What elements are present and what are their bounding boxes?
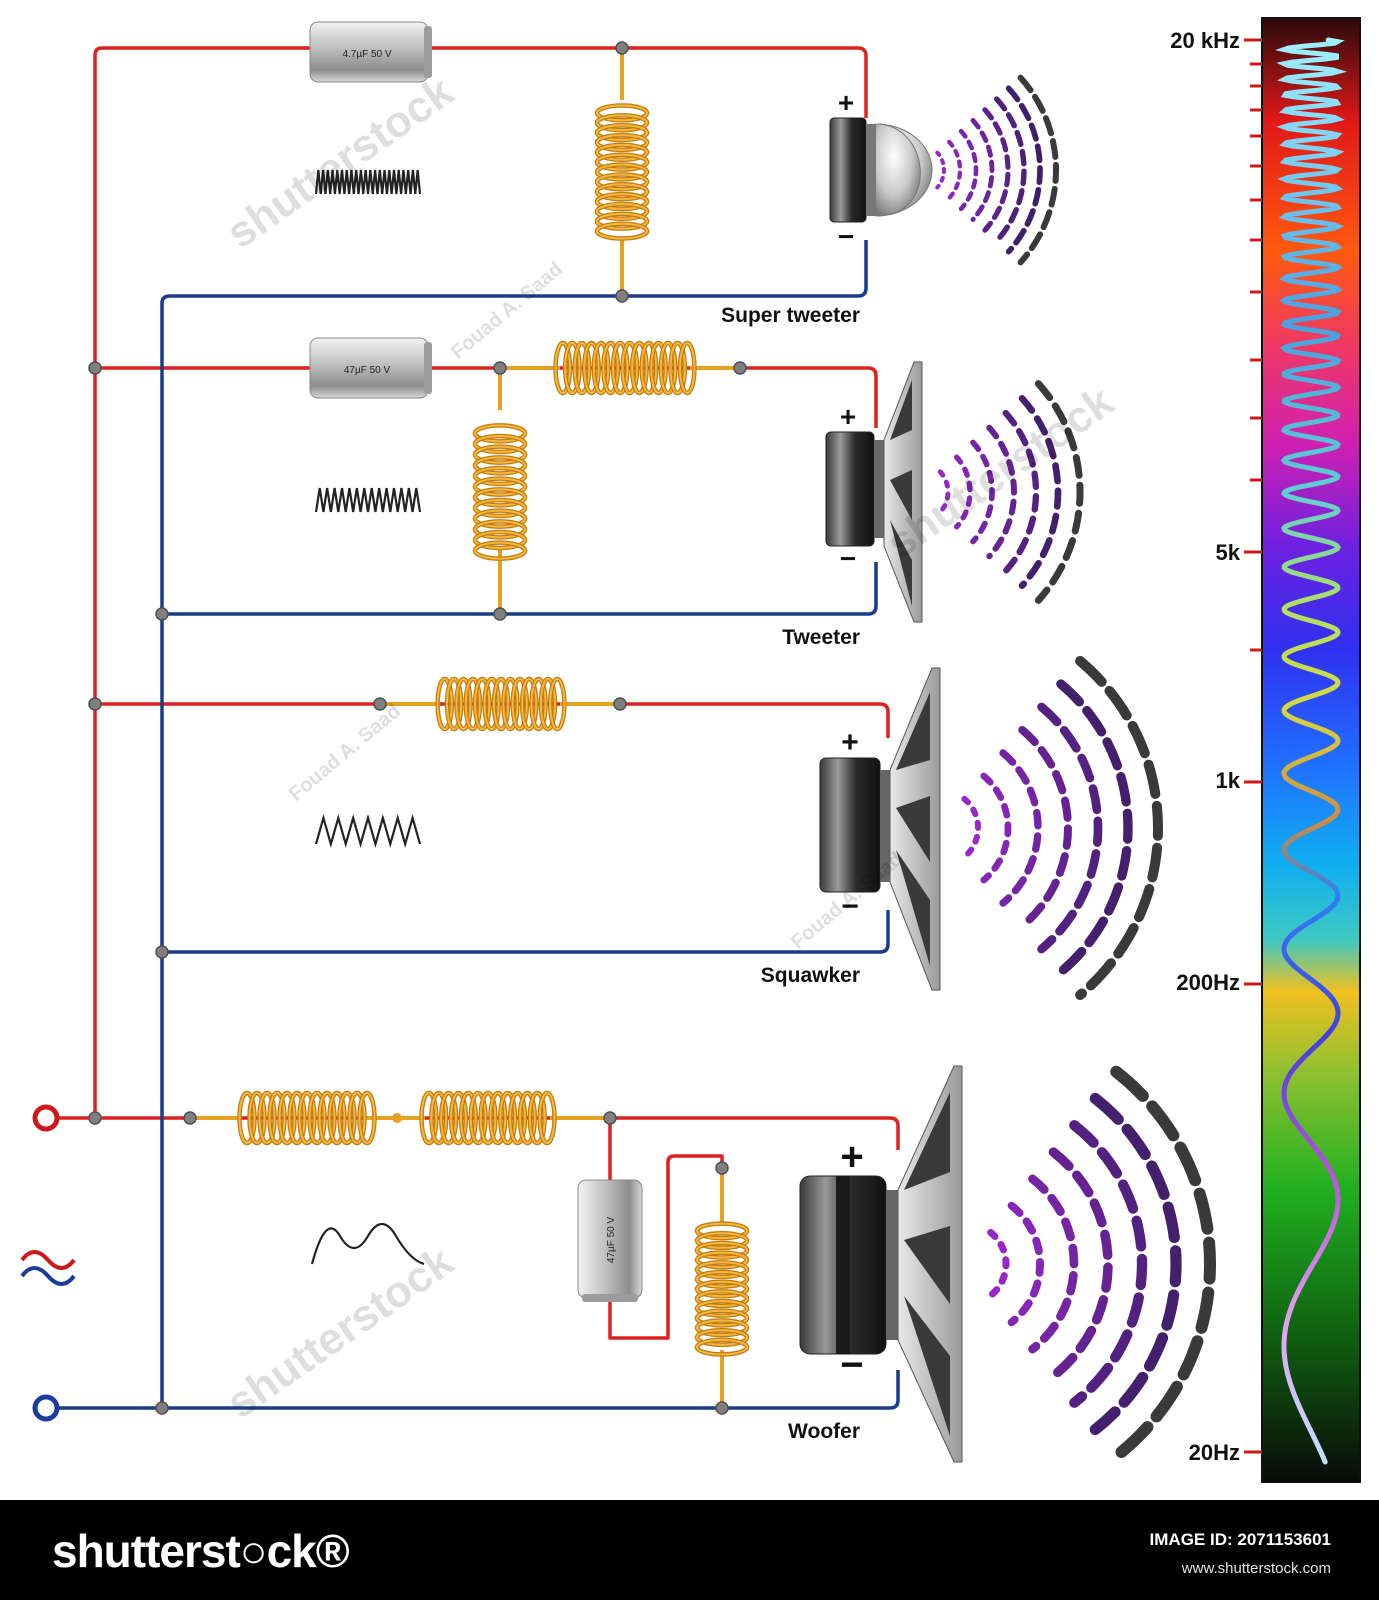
label-5k: 5k [1216,540,1241,565]
polarity-marks: + − + − + − + − [838,87,864,1387]
label-1k: 1k [1216,768,1241,793]
woofer-waves [987,1065,1216,1463]
site-url: www.shutterstock.com [1181,1560,1331,1577]
brand-watermark-3: shutterstock [218,1236,463,1428]
super-tweeter-plus: + [838,87,854,118]
frequency-ticks [1244,38,1262,1454]
woofer-signal [310,1222,425,1266]
tweeter-minus: − [840,543,856,574]
coil-super-tweeter-shunt [594,103,650,241]
woofer-speaker [799,1065,963,1463]
super-tweeter-minus: − [838,221,854,252]
super-tweeter-speaker [829,117,933,223]
inductor-coils [237,103,750,1357]
super-tweeter-signal [314,169,422,195]
coil-leads [190,48,740,1408]
squawker-speaker [819,667,941,991]
woofer-minus: − [840,1343,863,1387]
author-watermark-1: Fouad A. Saad [447,258,567,364]
label-200hz: 200Hz [1176,970,1240,995]
squawker-minus: − [841,890,859,923]
tweeter-signal [314,487,422,513]
positive-input-terminal[interactable] [32,1104,60,1132]
coil-woofer-series-2 [419,1090,557,1146]
footer-bar: shutterst○ck® IMAGE ID: 2071153601 www.s… [0,1500,1379,1600]
capacitor-c3-label: 47µF 50 V [606,1216,617,1263]
junction-dots [88,41,747,1415]
capacitor-c2: 47µF 50 V [309,337,432,399]
coil-junction [392,1113,402,1123]
tweeter-waves [937,380,1084,604]
coil-tweeter-shunt [472,423,528,561]
sound-waves [935,74,1216,1463]
brand-watermark-1: shutterstock [218,66,463,258]
frequency-spectrum-bar [1261,17,1361,1483]
author-watermark-2: Fouad A. Saad [285,700,405,806]
shutterstock-logo: shutterst○ck® [52,1525,350,1577]
coil-woofer-series-1 [237,1090,377,1146]
speaker-labels: Super tweeter Tweeter Squawker Woofer [721,304,860,1443]
squawker-signal [314,813,422,849]
woofer-label: Woofer [788,1420,860,1443]
capacitor-c1-label: 4.7µF 50 V [342,49,391,60]
negative-wires [55,240,900,1410]
capacitor-c1: 4.7µF 50 V [309,21,432,83]
woofer-plus: + [840,1135,863,1179]
negative-input-terminal[interactable] [32,1394,60,1422]
ac-source-icon [20,1250,76,1286]
super-tweeter-waves [935,74,1059,266]
super-tweeter-label: Super tweeter [721,304,860,327]
tweeter-speaker [825,361,923,623]
coil-tweeter-series [553,340,697,396]
tweeter-plus: + [840,401,856,432]
capacitor-c3: 47µF 50 V [577,1179,643,1302]
coil-woofer-shunt [694,1221,750,1357]
image-id: IMAGE ID: 2071153601 [1149,1530,1331,1549]
squawker-waves [961,656,1163,1000]
positive-wires [55,46,900,1340]
squawker-label: Squawker [761,964,860,987]
watermarks: Fouad A. Saad Fouad A. Saad Fouad A. Saa… [218,66,1123,1428]
capacitor-c2-label: 47µF 50 V [344,365,391,376]
diagram-canvas: 4.7µF 50 V 47µF 50 V 47µF 50 V [20,17,1361,1483]
squawker-plus: + [841,726,859,759]
coil-squawker-series [435,676,567,732]
label-20hz: 20Hz [1189,1440,1240,1465]
signal-waves [310,169,425,1266]
tweeter-label: Tweeter [782,626,860,649]
label-20khz: 20 kHz [1170,28,1240,53]
frequency-labels: 20 kHz 5k 1k 200Hz 20Hz [1170,28,1240,1465]
